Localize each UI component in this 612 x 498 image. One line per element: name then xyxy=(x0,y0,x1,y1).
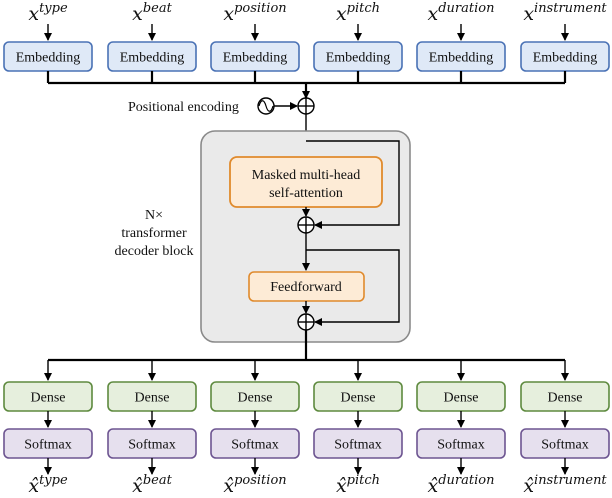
input-var-beat-sup: beat xyxy=(143,1,173,16)
input-var-instrument-sup: instrument xyxy=(534,1,607,16)
dense-box-pitch-label: Dense xyxy=(341,391,376,406)
residual-2 xyxy=(306,249,400,326)
dense-row: Dense Dense Dense Dense Dense Dense xyxy=(3,360,610,412)
embedding-row: Embedding Embedding Embedding Embedding Embe… xyxy=(3,41,610,83)
block-label-transformer: transformer xyxy=(121,226,187,241)
output-var-type-sup: type xyxy=(39,473,68,488)
output-var-pitch-base: x̂ xyxy=(336,475,347,497)
input-var-position-base: x xyxy=(223,3,234,25)
input-var-duration-base: x xyxy=(428,3,439,25)
embedding-box-position-label: Embedding xyxy=(223,51,288,66)
dense-box-beat-label: Dense xyxy=(135,391,170,406)
positional-encoding-label: Positional encoding xyxy=(128,100,239,115)
output-var-beat-sup: beat xyxy=(143,473,173,488)
input-var-beat: xbeat xyxy=(132,1,172,25)
output-var-position-sup: position xyxy=(234,473,287,488)
residual-1 xyxy=(306,140,400,229)
attention-label-1: Masked multi-head xyxy=(252,168,360,183)
input-var-type-sup: type xyxy=(39,1,68,16)
block-label-decoder: decoder block xyxy=(115,244,194,259)
input-var-beat-base: x xyxy=(132,3,143,25)
input-var-type-base: x xyxy=(28,3,39,25)
embedding-box-beat-label: Embedding xyxy=(120,51,185,66)
embedding-box-duration-label: Embedding xyxy=(429,51,494,66)
sine-wave-icon xyxy=(258,100,274,112)
input-var-position-sup: position xyxy=(234,1,287,16)
output-var-instrument-sup: instrument xyxy=(534,473,607,488)
input-var-pitch-sup: pitch xyxy=(347,1,380,16)
input-var-pitch: xpitch xyxy=(336,1,380,25)
embedding-box-type-label: Embedding xyxy=(16,51,81,66)
output-var-beat-base: x̂ xyxy=(132,475,143,497)
softmax-box-beat-label: Softmax xyxy=(128,438,175,453)
output-var-type-base: x̂ xyxy=(28,475,39,497)
embedding-box-pitch-label: Embedding xyxy=(326,51,391,66)
output-var-pitch: x̂pitch xyxy=(336,473,380,497)
output-var-type: x̂type xyxy=(28,473,68,497)
dense-box-type-label: Dense xyxy=(31,391,66,406)
dense-box-instrument-label: Dense xyxy=(548,391,583,406)
input-var-duration: xduration xyxy=(428,1,495,25)
softmax-box-type-label: Softmax xyxy=(24,438,71,453)
input-var-instrument: xinstrument xyxy=(523,1,607,25)
output-var-duration-base: x̂ xyxy=(428,475,439,497)
softmax-box-duration-label: Softmax xyxy=(437,438,484,453)
softmax-box-pitch-label: Softmax xyxy=(334,438,381,453)
softmax-row: Softmax Softmax Softmax Softmax Softmax Softm… xyxy=(3,411,610,459)
output-var-position-base: x̂ xyxy=(223,475,234,497)
feedforward-label: Feedforward xyxy=(270,280,342,295)
input-var-instrument-base: x xyxy=(523,3,534,25)
input-var-position: xposition xyxy=(223,1,286,25)
dense-box-duration-label: Dense xyxy=(444,391,479,406)
softmax-box-position-label: Softmax xyxy=(231,438,278,453)
input-var-duration-sup: duration xyxy=(438,1,494,16)
output-var-instrument-base: x̂ xyxy=(523,475,534,497)
output-var-duration: x̂duration xyxy=(428,473,495,497)
input-var-type: xtype xyxy=(28,1,68,25)
output-var-position: x̂position xyxy=(223,473,286,497)
output-var-instrument: x̂instrument xyxy=(523,473,607,497)
softmax-box-instrument-label: Softmax xyxy=(541,438,588,453)
output-var-duration-sup: duration xyxy=(438,473,494,488)
output-var-beat: x̂beat xyxy=(132,473,172,497)
attention-label-2: self-attention xyxy=(269,186,343,201)
block-label-n: N× xyxy=(145,208,163,223)
input-var-pitch-base: x xyxy=(336,3,347,25)
embedding-box-instrument-label: Embedding xyxy=(533,51,598,66)
dense-box-position-label: Dense xyxy=(238,391,273,406)
output-var-pitch-sup: pitch xyxy=(347,473,380,488)
